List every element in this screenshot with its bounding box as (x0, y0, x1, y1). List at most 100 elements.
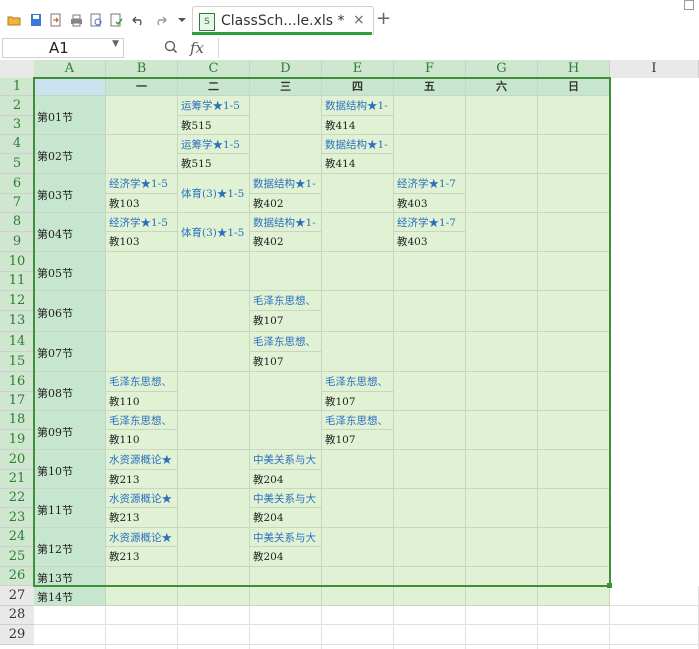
schedule-cell[interactable]: 毛泽东思想、教110 (106, 372, 178, 411)
period-label[interactable]: 第01节 (34, 96, 106, 135)
schedule-cell[interactable] (250, 252, 322, 291)
row-header-25[interactable]: 25 (0, 547, 35, 567)
row-header-29[interactable]: 29 (0, 625, 35, 645)
period-label[interactable]: 第14节 (34, 586, 106, 606)
row-header-13[interactable]: 13 (0, 311, 35, 332)
row-header-21[interactable]: 21 (0, 470, 35, 489)
day-header[interactable]: 三 (250, 78, 322, 96)
schedule-cell[interactable]: 毛泽东思想、教107 (322, 372, 394, 411)
day-header[interactable]: 六 (466, 78, 538, 96)
schedule-cell[interactable] (466, 586, 538, 606)
row-header-26[interactable]: 26 (0, 567, 35, 586)
schedule-cell[interactable] (178, 528, 250, 567)
schedule-cell[interactable] (178, 252, 250, 291)
schedule-cell[interactable] (538, 528, 610, 567)
schedule-cell[interactable] (394, 586, 466, 606)
schedule-cell[interactable] (538, 252, 610, 291)
schedule-cell[interactable] (106, 291, 178, 332)
row-header-16[interactable]: 16 (0, 372, 35, 392)
schedule-cell[interactable] (322, 332, 394, 372)
redo-icon[interactable] (152, 12, 168, 28)
spellcheck-icon[interactable] (108, 12, 124, 28)
period-label[interactable]: 第10节 (34, 450, 106, 489)
schedule-cell[interactable] (466, 135, 538, 174)
row-header-3[interactable]: 3 (0, 116, 35, 135)
schedule-cell[interactable] (394, 411, 466, 450)
schedule-cell[interactable] (106, 586, 178, 606)
schedule-cell[interactable] (394, 450, 466, 489)
open-icon[interactable] (6, 12, 22, 28)
schedule-cell[interactable] (178, 332, 250, 372)
row-header-20[interactable]: 20 (0, 450, 35, 470)
row-header-9[interactable]: 9 (0, 232, 35, 252)
schedule-cell[interactable] (322, 291, 394, 332)
schedule-cell[interactable] (322, 213, 394, 252)
schedule-cell[interactable] (394, 528, 466, 567)
schedule-cell[interactable] (178, 291, 250, 332)
schedule-cell[interactable] (466, 489, 538, 528)
row-header-23[interactable]: 23 (0, 508, 35, 528)
schedule-cell[interactable] (466, 450, 538, 489)
period-label[interactable]: 第05节 (34, 252, 106, 291)
row-header-7[interactable]: 7 (0, 194, 35, 213)
print-icon[interactable] (68, 12, 84, 28)
schedule-cell[interactable] (538, 174, 610, 213)
function-icon[interactable]: fx (190, 39, 205, 57)
row-header-5[interactable]: 5 (0, 154, 35, 174)
row-header-24[interactable]: 24 (0, 528, 35, 547)
cell-a1[interactable] (34, 78, 106, 96)
print-preview-icon[interactable] (88, 12, 104, 28)
period-label[interactable]: 第03节 (34, 174, 106, 213)
row-header-2[interactable]: 2 (0, 96, 35, 116)
zoom-icon[interactable] (164, 40, 178, 58)
schedule-cell[interactable]: 数据结构★1-教414 (322, 96, 394, 135)
dropdown-arrow-icon[interactable] (174, 12, 190, 28)
add-tab-button[interactable]: + (376, 8, 392, 29)
document-tab[interactable]: S ClassSch...le.xls * × (192, 6, 374, 35)
row-header-6[interactable]: 6 (0, 174, 35, 194)
period-label[interactable]: 第13节 (34, 567, 106, 586)
schedule-cell[interactable]: 体育(3)★1-5 (178, 174, 250, 213)
schedule-cell[interactable] (538, 489, 610, 528)
period-label[interactable]: 第04节 (34, 213, 106, 252)
empty-sheet-area-right[interactable] (610, 78, 699, 586)
schedule-cell[interactable] (250, 586, 322, 606)
schedule-cell[interactable] (538, 213, 610, 252)
schedule-cell[interactable]: 数据结构★1-教402 (250, 174, 322, 213)
schedule-cell[interactable] (538, 411, 610, 450)
schedule-cell[interactable] (394, 332, 466, 372)
schedule-cell[interactable]: 中美关系与大教204 (250, 489, 322, 528)
restore-window-icon[interactable] (684, 0, 694, 10)
schedule-cell[interactable]: 体育(3)★1-5 (178, 213, 250, 252)
row-header-19[interactable]: 19 (0, 430, 35, 450)
schedule-cell[interactable] (106, 135, 178, 174)
name-box[interactable]: A1 ▼ (2, 38, 124, 58)
row-header-12[interactable]: 12 (0, 291, 35, 311)
schedule-cell[interactable] (394, 372, 466, 411)
schedule-cell[interactable] (250, 96, 322, 135)
fill-handle[interactable] (607, 583, 612, 588)
schedule-cell[interactable] (466, 252, 538, 291)
row-header-22[interactable]: 22 (0, 489, 35, 508)
schedule-cell[interactable] (466, 291, 538, 332)
schedule-cell[interactable]: 毛泽东思想、教110 (106, 411, 178, 450)
schedule-cell[interactable] (466, 96, 538, 135)
schedule-cell[interactable] (538, 135, 610, 174)
row-header-10[interactable]: 10 (0, 252, 35, 272)
schedule-cell[interactable] (538, 450, 610, 489)
period-label[interactable]: 第11节 (34, 489, 106, 528)
schedule-cell[interactable]: 毛泽东思想、教107 (322, 411, 394, 450)
schedule-cell[interactable] (250, 411, 322, 450)
row-header-17[interactable]: 17 (0, 392, 35, 411)
schedule-cell[interactable] (178, 372, 250, 411)
save-icon[interactable] (28, 12, 44, 28)
name-box-dropdown-icon[interactable]: ▼ (112, 39, 119, 49)
schedule-cell[interactable] (322, 586, 394, 606)
schedule-cell[interactable] (394, 252, 466, 291)
row-header-1[interactable]: 1 (0, 78, 35, 96)
